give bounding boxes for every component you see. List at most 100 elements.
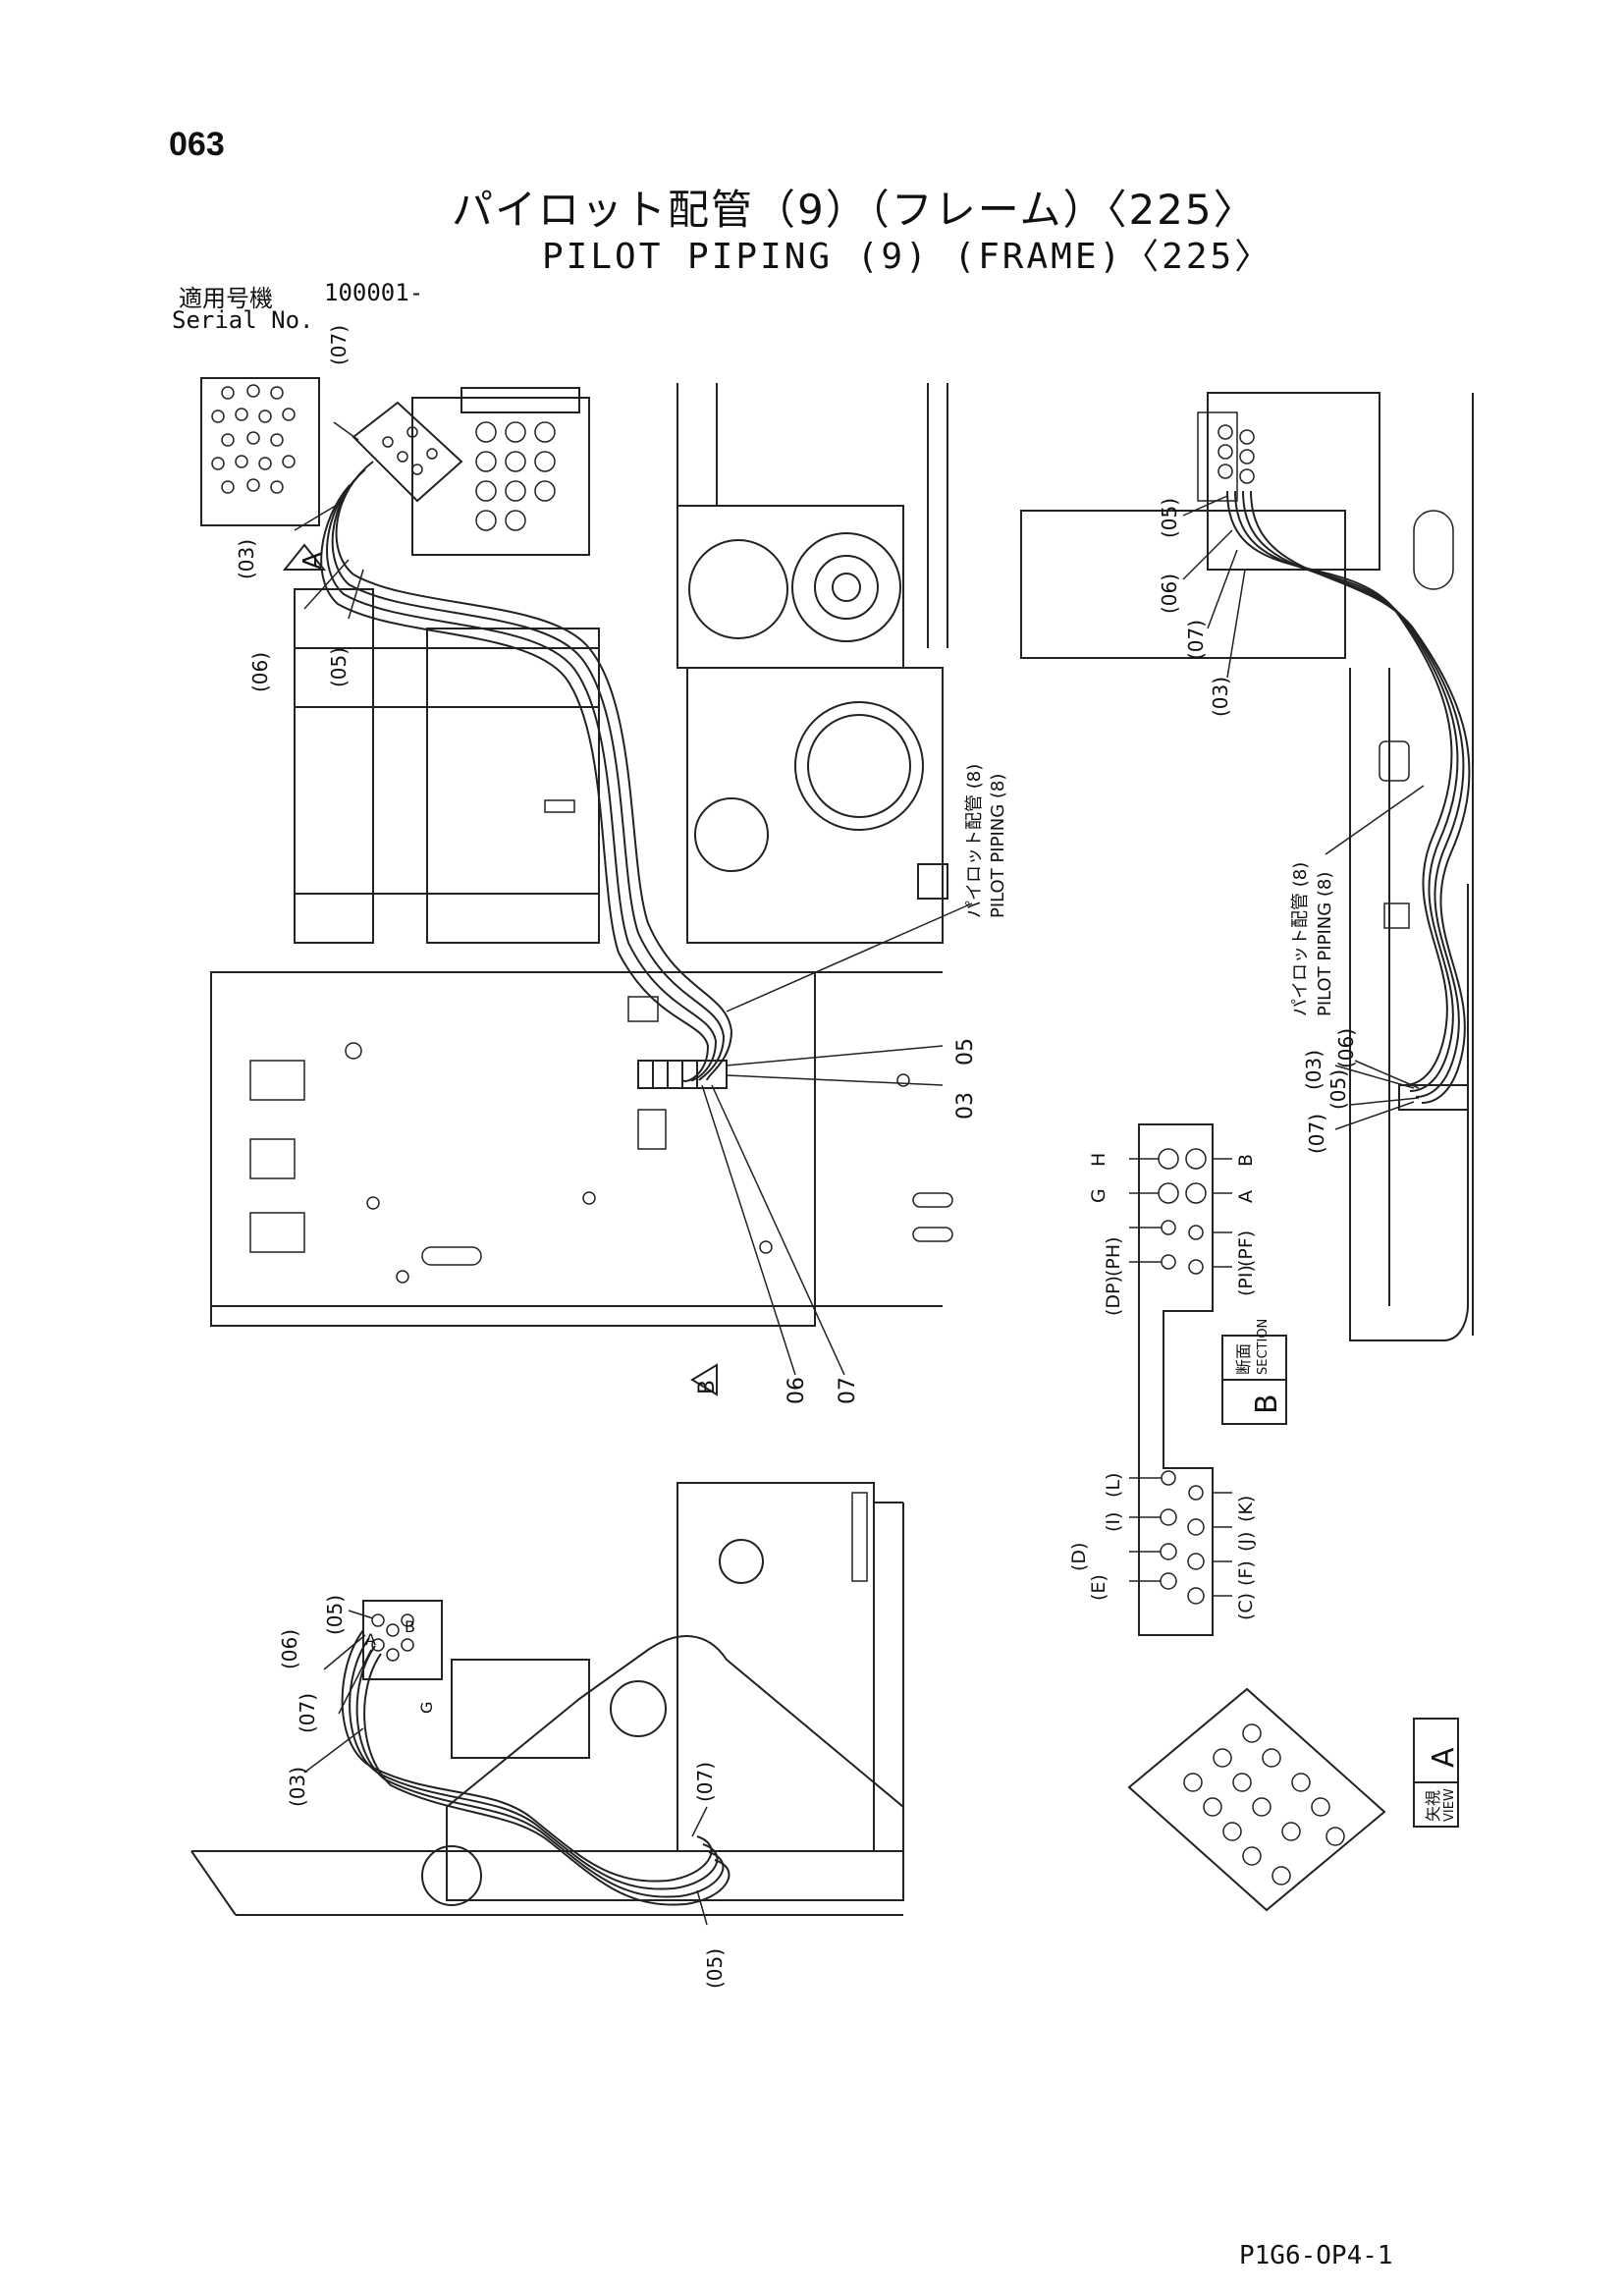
lower-callout-05b: (05): [703, 1948, 727, 1989]
port-ph: [1161, 1220, 1176, 1235]
view-label-en: VIEW: [1442, 1788, 1457, 1822]
lower-hose-bundle: [341, 1629, 730, 1906]
port-label-c: (C): [1235, 1593, 1257, 1620]
port-label-g: G: [1088, 1188, 1109, 1203]
side-frame: [1349, 668, 1469, 1341]
boom-bracket: [446, 1635, 904, 1901]
port-label-h: H: [1088, 1153, 1109, 1167]
lower-port-g: G: [417, 1702, 436, 1714]
callout-07: (07): [327, 325, 351, 365]
lower-elevation-view: [190, 1482, 904, 1926]
side-callout-06b: (06): [1334, 1028, 1358, 1068]
callout-number-03: 03: [953, 1092, 978, 1120]
section-b-port-diagram: [1129, 1123, 1287, 1636]
side-callout-05b: (05): [1326, 1069, 1350, 1110]
side-callout-07: (07): [1184, 620, 1208, 660]
side-hose-bundle: [1226, 490, 1471, 1104]
callout-03: (03): [235, 539, 258, 579]
port-label-b: B: [1235, 1154, 1257, 1167]
title-japanese: パイロット配管（9）（フレーム）〈225〉: [452, 186, 1257, 234]
port-g: [1158, 1182, 1179, 1204]
port-j: [1187, 1518, 1205, 1536]
port-label-j: (J): [1235, 1532, 1257, 1552]
pilot-piping-label-jp: パイロット配管 (8): [964, 764, 985, 918]
port-b: [1185, 1148, 1207, 1170]
frame-member-left: [426, 628, 600, 944]
lower-pilot-block: [362, 1600, 443, 1680]
view-a-box: [1413, 1718, 1459, 1828]
port-d: [1160, 1543, 1177, 1560]
lower-valve-block: [451, 1659, 590, 1759]
lower-port-b: B: [405, 1617, 415, 1636]
view-arrow-a: [282, 543, 327, 571]
section-marker-b: B: [695, 1380, 720, 1394]
view-a-diagram: [1127, 1687, 1459, 1912]
title-english: PILOT PIPING (9) (FRAME)〈225〉: [542, 237, 1273, 277]
view-a-block: [1127, 1687, 1386, 1912]
port-label-l: (L): [1103, 1473, 1124, 1498]
section-label-jp: 断面: [1234, 1343, 1253, 1375]
port-e: [1160, 1572, 1177, 1590]
side-callout-03: (03): [1209, 677, 1232, 717]
lower-callout-07b: (07): [693, 1762, 717, 1802]
side-tank: [1020, 510, 1346, 659]
side-pilot-label-jp: パイロット配管 (8): [1290, 862, 1311, 1016]
port-label-dp: (DP): [1103, 1276, 1124, 1316]
view-label-jp: 矢視: [1424, 1790, 1442, 1822]
port-label-k: (K): [1235, 1496, 1257, 1522]
pilot-hose-bundle: [320, 461, 733, 1082]
lower-callout-06: (06): [278, 1629, 301, 1669]
swing-bearing: [794, 701, 924, 831]
port-label-a: A: [1235, 1190, 1257, 1203]
main-plan-view: [200, 377, 973, 1396]
section-label-letter: B: [1250, 1394, 1284, 1414]
port-label-pi: (PI): [1235, 1265, 1257, 1296]
port-f: [1187, 1553, 1205, 1570]
section-arrow-b: [690, 1363, 718, 1396]
section-label-en: SECTION: [1256, 1319, 1271, 1375]
lower-callout-03: (03): [286, 1767, 309, 1807]
port-label-ph: (PH): [1103, 1236, 1124, 1277]
base-plate: [210, 971, 816, 1327]
pilot-piping-label-en: PILOT PIPING (8): [988, 774, 1008, 918]
side-callout-03b: (03): [1302, 1050, 1325, 1090]
port-label-e: (E): [1088, 1574, 1109, 1601]
view-label-letter: A: [1427, 1747, 1461, 1768]
swing-motor-housing: [676, 505, 904, 669]
port-label-f: (F): [1235, 1560, 1257, 1586]
side-hose-clamp: [1398, 1084, 1469, 1111]
callout-06: (06): [248, 652, 272, 692]
port-label-i: (I): [1103, 1512, 1124, 1532]
control-valve-block: [411, 397, 590, 556]
port-pf: [1188, 1225, 1204, 1240]
document-code: P1G6-OP4-1: [1239, 2241, 1393, 2270]
serial-value: 100001-: [324, 279, 424, 306]
lower-callout-05: (05): [323, 1595, 347, 1635]
perforated-plate: [200, 377, 320, 526]
callout-number-06: 06: [784, 1377, 809, 1404]
port-block-outline: [1138, 1123, 1214, 1636]
port-l: [1161, 1470, 1176, 1486]
lower-callout-07: (07): [296, 1693, 319, 1733]
port-c: [1187, 1587, 1205, 1605]
port-h: [1158, 1148, 1179, 1170]
page-number: 063: [169, 126, 225, 163]
port-k: [1188, 1485, 1204, 1501]
pilot-valve-block: [352, 401, 463, 503]
port-label-pf: (PF): [1235, 1230, 1257, 1267]
side-callout-07b: (07): [1305, 1114, 1328, 1154]
port-dp: [1161, 1254, 1176, 1270]
callout-05: (05): [327, 647, 351, 687]
port-pi: [1188, 1259, 1204, 1275]
callout-number-07: 07: [836, 1377, 860, 1404]
serial-label-japanese: 適用号機: [179, 285, 273, 312]
port-label-d: (D): [1068, 1543, 1090, 1571]
port-i: [1160, 1508, 1177, 1526]
lower-port-a: A: [365, 1630, 376, 1649]
side-view: [1020, 392, 1474, 1341]
center-frame: [686, 667, 944, 944]
side-callout-06: (06): [1158, 574, 1181, 614]
serial-label-english: Serial No.: [172, 306, 314, 334]
view-marker-a: A: [298, 552, 328, 570]
